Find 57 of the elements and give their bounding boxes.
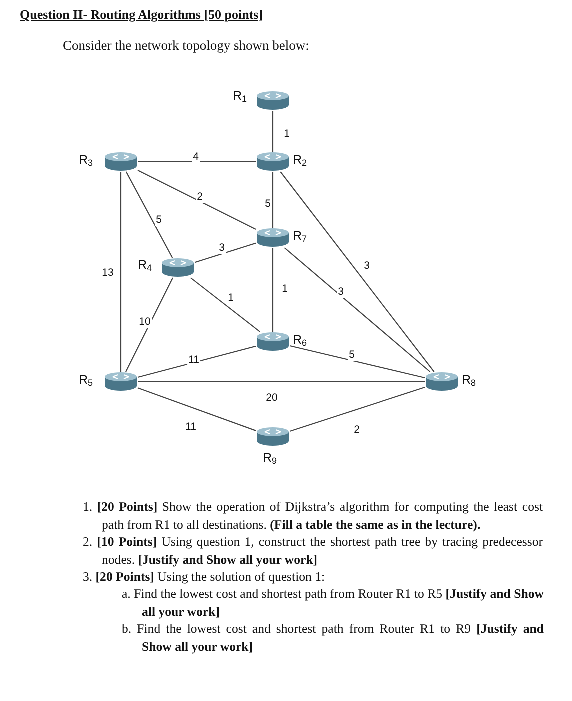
router-label: R$_{2}$: [293, 153, 308, 168]
network-link: [138, 381, 425, 383]
router-icon: [256, 332, 290, 352]
link-cost: 3: [337, 286, 345, 298]
link-cost: 1: [281, 283, 289, 295]
router-label: R$_{6}$: [293, 333, 308, 348]
network-link: [138, 161, 256, 163]
network-link: [194, 242, 256, 264]
router-icon: [425, 372, 459, 392]
link-cost: 2: [196, 191, 204, 203]
question-text: b. Find the lowest cost and shortest path from Router R1 to R9 [Justify and Show all your work]: [122, 621, 544, 656]
link-cost: 5: [348, 349, 356, 361]
router-label: R$_{8}$: [462, 373, 476, 388]
question-text: 1. [20 Points] Show the operation of Dijkstra’s algorithm for computing the least cost path from R1 to all destinations. (Fill a table the same as in the lecture).: [83, 499, 543, 534]
link-cost: 11: [184, 421, 198, 433]
link-cost: 5: [264, 198, 272, 210]
router-icon: [256, 91, 290, 111]
link-cost: 20: [265, 392, 279, 404]
link-cost: 5: [155, 214, 163, 226]
link-cost: 3: [363, 260, 371, 272]
router-icon: [256, 152, 290, 172]
router-label: R$_{5}$: [79, 373, 94, 388]
router-icon: [104, 372, 138, 392]
question-title: Question II- Routing Algorithms [50 points]: [20, 7, 264, 23]
network-link: [126, 278, 174, 372]
network-link: [272, 248, 274, 332]
network-link: [190, 278, 260, 332]
network-link: [138, 346, 256, 378]
link-cost: 2: [353, 424, 361, 436]
link-cost: 3: [218, 242, 226, 254]
network-link: [290, 387, 426, 432]
question-text: 2. [10 Points] Using question 1, construct the shortest path tree by tracing predecessor nodes. [Justify and Show all your work]: [83, 534, 543, 569]
link-cost: 4: [192, 151, 200, 163]
link-cost: 13: [101, 267, 115, 279]
link-cost: 1: [283, 128, 291, 140]
network-link: [138, 388, 256, 432]
link-cost: 1: [227, 292, 235, 304]
router-label: R$_{7}$: [293, 229, 308, 244]
router-label: R$_{9}$: [263, 451, 278, 466]
network-link: [272, 172, 274, 228]
network-link: [290, 345, 426, 379]
router-icon: [104, 152, 138, 172]
network-link: [120, 172, 122, 372]
link-cost: 10: [138, 316, 152, 328]
router-icon: [161, 258, 195, 278]
network-link: [280, 172, 435, 372]
link-cost: 11: [188, 354, 200, 366]
router-icon: [256, 427, 290, 447]
router-label: R$_{3}$: [79, 153, 94, 168]
network-link: [126, 172, 174, 258]
router-icon: [256, 228, 290, 248]
network-link: [138, 170, 256, 230]
router-label: R$_{1}$: [233, 89, 248, 104]
router-label: R$_{4}$: [138, 258, 152, 273]
instruction-text: Consider the network topology shown below:: [63, 38, 310, 54]
network-link: [284, 248, 431, 372]
question-text: 3. [20 Points] Using the solution of question 1:: [83, 569, 326, 586]
